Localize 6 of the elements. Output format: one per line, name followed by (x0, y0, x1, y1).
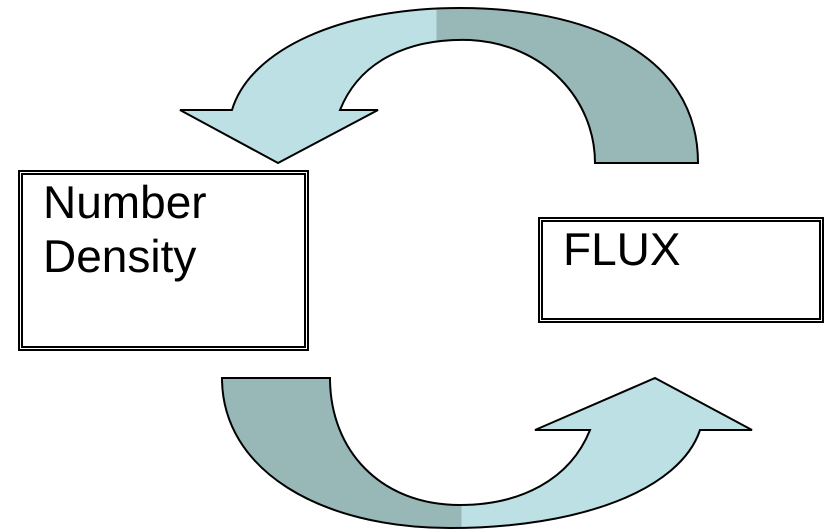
box-label: Number Density (43, 175, 208, 283)
box-label: FLUX (563, 222, 681, 276)
curved-arrow (179, 7, 699, 164)
curved-arrow (221, 377, 753, 529)
process-box (18, 170, 309, 351)
process-box (538, 217, 824, 323)
